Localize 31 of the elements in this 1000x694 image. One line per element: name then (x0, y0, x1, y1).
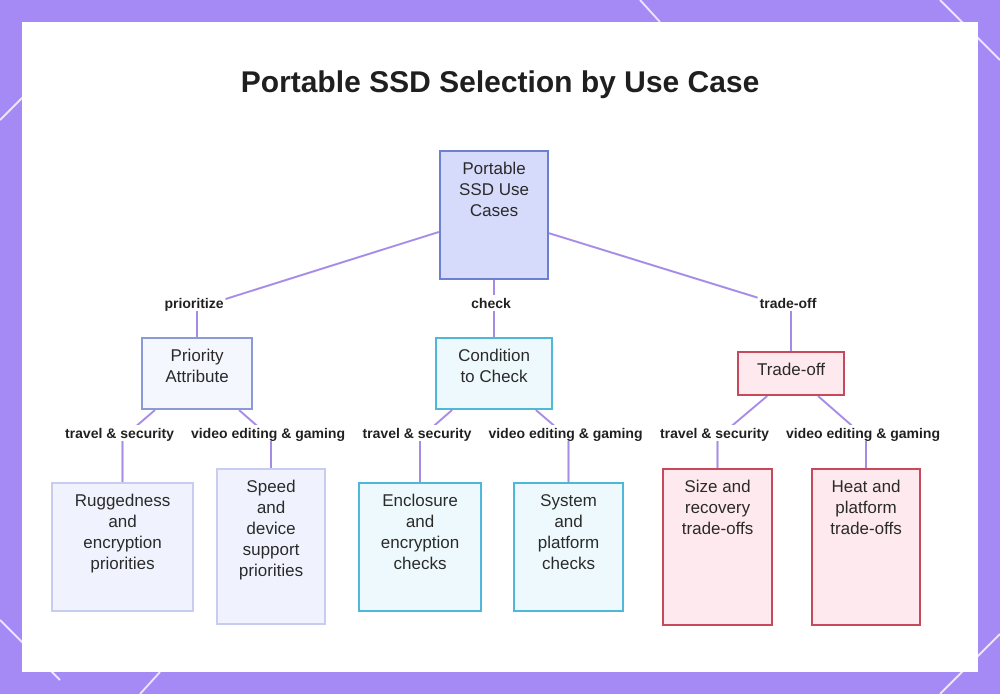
edge-label: check (469, 295, 513, 311)
process-box (216, 468, 326, 625)
edge-label: video editing & gaming (189, 425, 347, 441)
process-box (141, 337, 253, 410)
edge-label: trade-off (758, 295, 818, 311)
edge-label: video editing & gaming (486, 425, 644, 441)
process-box (662, 468, 773, 626)
edge-label: travel & security (63, 425, 176, 441)
node-text: Enclosure and encryption checks (380, 490, 460, 574)
node-text: System and platform checks (536, 490, 600, 574)
process-box (513, 482, 624, 612)
process-box (811, 468, 921, 626)
edge-label: video editing & gaming (784, 425, 942, 441)
node-text: Condition to Check (457, 345, 531, 387)
process-box (51, 482, 194, 612)
node-text: Size and recovery trade-offs (680, 476, 754, 539)
node-text: Priority Attribute (164, 345, 230, 387)
process-box (439, 150, 549, 280)
node-text: Portable SSD Use Cases (458, 158, 530, 221)
diagram-title: Portable SSD Selection by Use Case (240, 65, 760, 101)
edge-label: travel & security (360, 425, 474, 441)
process-box (435, 337, 553, 410)
process-box (358, 482, 482, 612)
node-text: Trade-off (756, 359, 826, 380)
node-text: Ruggedness and encryption priorities (74, 490, 172, 574)
node-text: Speed and device support priorities (238, 476, 304, 581)
edge-label: prioritize (162, 295, 226, 311)
edge-label: travel & security (658, 425, 771, 441)
process-box (737, 351, 845, 396)
connector-line (196, 230, 440, 337)
node-text: Heat and platform trade-offs (829, 476, 903, 539)
